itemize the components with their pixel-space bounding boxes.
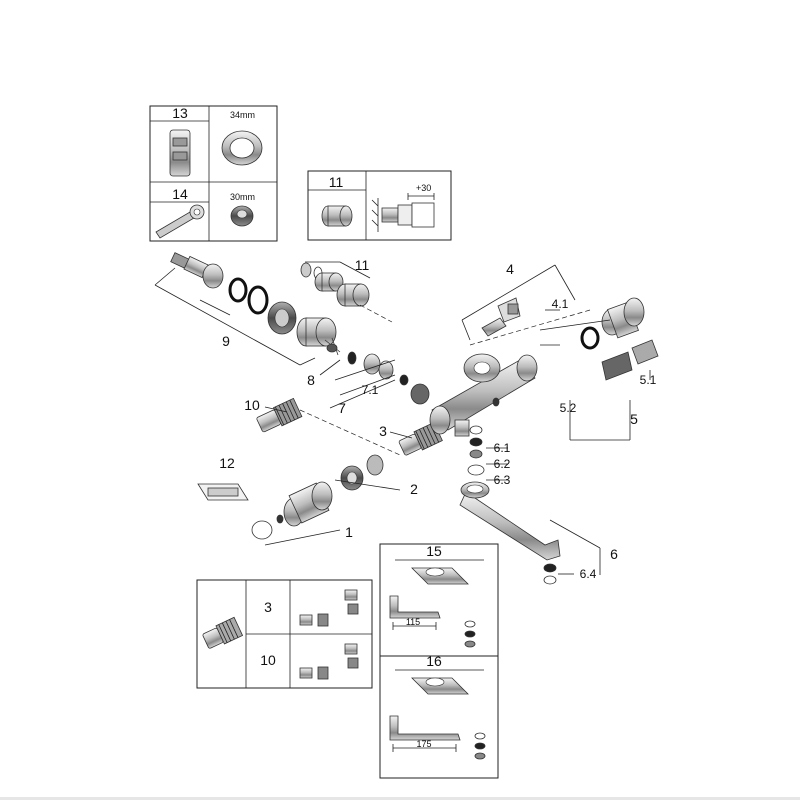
cartridge-box: 3 10 (196, 579, 373, 689)
spout-variant-15-box: 15 115 (379, 543, 499, 657)
bottom-divider (0, 797, 800, 800)
extension-install-icon (371, 193, 435, 232)
label-3: 3 (379, 423, 387, 439)
part-group-7: 7.1 7 (329, 351, 430, 416)
part-8-lever: 8 (307, 337, 341, 388)
part-group-1: 1 (251, 481, 353, 546)
part-12-remote: 12 (197, 455, 249, 501)
label-6: 6 (610, 546, 618, 562)
label-5: 5 (630, 411, 638, 427)
part-group-5: 5.1 5.2 5 (539, 297, 659, 441)
spout-16-dimension: 175 (416, 739, 431, 749)
socket-34mm-icon (221, 130, 263, 166)
mixer-body (429, 353, 538, 437)
cartridge-tool-icon (169, 129, 191, 177)
cartridge-3-number: 3 (264, 599, 272, 615)
cartridge-3-options-icon (299, 589, 359, 627)
cartridge-10-options-icon (299, 643, 359, 680)
extension-body-part (336, 283, 370, 307)
o-ring-large-part (247, 285, 269, 315)
spindle-part (170, 252, 209, 279)
label-4: 4 (506, 261, 514, 277)
extension-sleeve-part (314, 272, 344, 292)
spout-6-part: 6 6.4 (459, 481, 618, 585)
tool-13-size: 34mm (230, 110, 255, 120)
label-9: 9 (222, 333, 230, 349)
tool-13-number: 13 (172, 105, 188, 121)
spout-15-dimension: 115 (406, 617, 420, 627)
cartridge-large-icon (202, 616, 244, 649)
o-ring-5-part (580, 326, 600, 350)
label-6-3: 6.3 (494, 473, 511, 487)
cartridge-10-number: 10 (260, 652, 276, 668)
label-4-1: 4.1 (552, 297, 569, 311)
handle-5-part (601, 297, 645, 339)
label-7-1: 7.1 (362, 383, 379, 397)
label-8: 8 (307, 372, 315, 388)
knob-5-1-part (631, 339, 659, 365)
spout-15-number: 15 (426, 543, 442, 559)
label-6-2: 6.2 (494, 457, 511, 471)
extension-part-icon (321, 205, 353, 227)
spout-variant-16-box: 16 175 (379, 653, 499, 779)
part-group-6-seals: 6.1 6.2 6.3 (467, 425, 511, 487)
label-10: 10 (244, 397, 260, 413)
tool-14-size: 30mm (230, 192, 255, 202)
extension-box: 11 +30 (307, 170, 452, 241)
label-7: 7 (338, 400, 346, 416)
label-12: 12 (219, 455, 235, 471)
handle-cap-part (296, 317, 337, 347)
spout-16-number: 16 (426, 653, 442, 669)
label-6-4: 6.4 (580, 567, 597, 581)
label-5-1: 5.1 (640, 373, 657, 387)
wrench-icon (155, 204, 205, 239)
part-10-cartridge: 10 (244, 397, 401, 456)
part-group-2: 2 (334, 454, 418, 497)
label-2: 2 (410, 481, 418, 497)
clip-5-2-part (601, 351, 633, 381)
label-11: 11 (355, 257, 370, 273)
label-6-1: 6.1 (494, 441, 511, 455)
nut-30mm-icon (230, 205, 254, 227)
extension-item-number: 11 (329, 174, 344, 190)
extension-dimension: +30 (416, 183, 431, 193)
part-group-11: 11 (300, 257, 393, 323)
label-5-2: 5.2 (560, 401, 577, 415)
tool-14-number: 14 (172, 186, 188, 202)
o-ring-part (228, 277, 248, 303)
collar-part (202, 263, 224, 289)
thermostat-cartridge-part (481, 297, 521, 337)
tool-box: 13 14 34mm 30mm (149, 105, 278, 242)
handle-1-part (283, 481, 333, 527)
part-group-4: 4 4.1 (461, 261, 591, 346)
label-1: 1 (345, 524, 353, 540)
part-group-9: 9 (154, 252, 337, 366)
